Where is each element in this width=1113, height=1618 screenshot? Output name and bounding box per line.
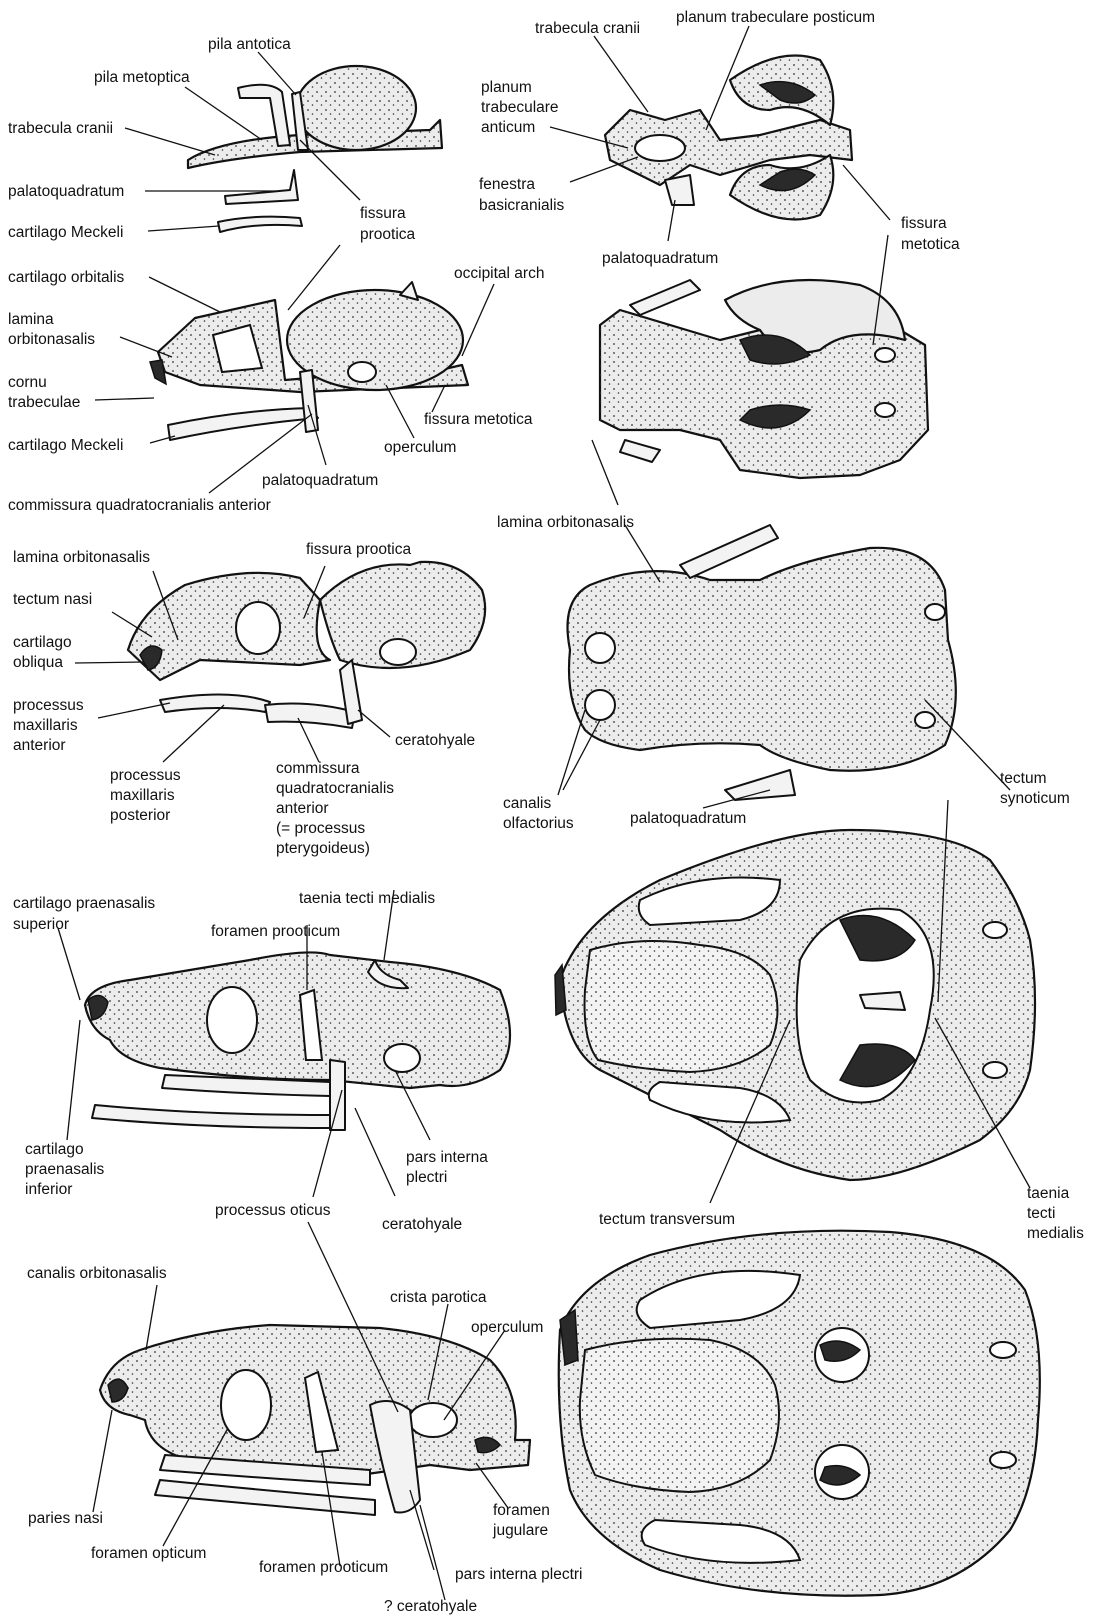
label-canalis-olfactorius-a: canalis <box>503 795 551 812</box>
label-operculum-1: operculum <box>384 439 456 456</box>
label-tectum-synoticum-b: synoticum <box>1000 790 1070 807</box>
label-commissura-2a: commissura <box>276 760 360 777</box>
label-tectum-synoticum-a: tectum <box>1000 770 1047 787</box>
label-occipital-arch: occipital arch <box>454 265 544 282</box>
label-foramen-prooticum-1: foramen prooticum <box>211 923 340 940</box>
figure-3-lateral <box>128 562 485 728</box>
label-planum-trabeculare-posticum: planum trabeculare posticum <box>676 9 875 26</box>
label-fissura-metotica-1a: fissura <box>901 215 947 232</box>
label-cart-praen-sup-a: cartilago praenasalis <box>13 895 155 912</box>
label-palatoquadratum-1: palatoquadratum <box>8 183 124 200</box>
label-canalis-orbitonasalis: canalis orbitonasalis <box>27 1265 167 1282</box>
label-pars-interna-plectri-2: pars interna plectri <box>455 1566 583 1583</box>
label-proc-max-ant-a: processus <box>13 697 84 714</box>
label-trabecula-cranii-2: trabecula cranii <box>535 20 640 37</box>
label-processus-oticus: processus oticus <box>215 1202 331 1219</box>
label-fissura-prootica-1a: fissura <box>360 205 406 222</box>
figure-4-lateral <box>85 952 510 1130</box>
label-cornu-a: cornu <box>8 374 47 391</box>
label-lamina-orbitonasalis-3: lamina orbitonasalis <box>13 549 150 566</box>
label-taenia-tecti-medialis-1: taenia tecti medialis <box>299 890 435 907</box>
label-ceratohyale-1: ceratohyale <box>395 732 475 749</box>
label-cartilago-meckeli-1: cartilago Meckeli <box>8 224 123 241</box>
label-proc-max-ant-c: anterior <box>13 737 66 754</box>
label-fissura-metotica-1b: metotica <box>901 236 960 253</box>
label-commissura-2e: pterygoideus) <box>276 840 370 857</box>
label-trabecula-cranii-1: trabecula cranii <box>8 120 113 137</box>
label-tectum-nasi: tectum nasi <box>13 591 92 608</box>
figure-3-ventral <box>568 525 956 800</box>
label-palatoquadratum-4: palatoquadratum <box>630 810 746 827</box>
label-cartilago-obliqua-b: obliqua <box>13 654 63 671</box>
label-tectum-transversum: tectum transversum <box>599 1211 735 1228</box>
label-paries-nasi: paries nasi <box>28 1510 103 1527</box>
label-proc-max-post-a: processus <box>110 767 181 784</box>
figure-5-ventral <box>559 1231 1040 1596</box>
label-palatoquadratum-2: palatoquadratum <box>602 250 718 267</box>
label-fissura-metotica-2: fissura metotica <box>424 411 533 428</box>
label-pila-metoptica: pila metoptica <box>94 69 190 86</box>
label-planum-anticum-a: planum <box>481 79 532 96</box>
figure-2-ventral <box>600 280 928 478</box>
label-commissura-2d: (= processus <box>276 820 365 837</box>
label-cart-praen-inf-a: cartilago <box>25 1141 84 1158</box>
label-pars-interna-1b: plectri <box>406 1169 447 1186</box>
label-palatoquadratum-3: palatoquadratum <box>262 472 378 489</box>
label-taenia-medialis-2c: medialis <box>1027 1225 1084 1242</box>
label-cart-praen-inf-c: inferior <box>25 1181 72 1198</box>
label-cartilago-obliqua-a: cartilago <box>13 634 72 651</box>
label-cartilago-meckeli-2: cartilago Meckeli <box>8 437 123 454</box>
label-ceratohyale-2: ceratohyale <box>382 1216 462 1233</box>
label-lamina-orbitonasalis-1b: orbitonasalis <box>8 331 95 348</box>
label-planum-anticum-b: trabeculare <box>481 99 559 116</box>
label-cart-praen-sup-b: superior <box>13 916 69 933</box>
label-ceratohyale-3: ? ceratohyale <box>384 1598 477 1615</box>
figure-1-ventral <box>605 56 852 220</box>
label-commissura-2c: anterior <box>276 800 329 817</box>
label-fissura-prootica-2: fissura prootica <box>306 541 411 558</box>
label-canalis-olfactorius-b: olfactorius <box>503 815 574 832</box>
label-lamina-orbitonasalis-2: lamina orbitonasalis <box>497 514 634 531</box>
label-pars-interna-1a: pars interna <box>406 1149 488 1166</box>
label-proc-max-post-c: posterior <box>110 807 170 824</box>
label-fissura-prootica-1b: prootica <box>360 226 416 243</box>
label-fenestra-a: fenestra <box>479 176 535 193</box>
label-cartilago-orbitalis: cartilago orbitalis <box>8 269 125 286</box>
label-lamina-orbitonasalis-1a: lamina <box>8 311 54 328</box>
label-taenia-medialis-2b: tecti <box>1027 1205 1055 1222</box>
figure-4-ventral <box>555 830 1035 1180</box>
label-foramen-jugulare-b: jugulare <box>492 1522 548 1539</box>
label-cornu-b: trabeculae <box>8 394 80 411</box>
label-crista-parotica: crista parotica <box>390 1289 487 1306</box>
label-proc-max-post-b: maxillaris <box>110 787 175 804</box>
label-commissura-1: commissura quadratocranialis anterior <box>8 497 271 514</box>
label-foramen-prooticum-2: foramen prooticum <box>259 1559 388 1576</box>
label-taenia-medialis-2a: taenia <box>1027 1185 1070 1202</box>
label-pila-antotica: pila antotica <box>208 36 291 53</box>
figure-5-lateral <box>100 1325 530 1515</box>
label-cart-praen-inf-b: praenasalis <box>25 1161 105 1178</box>
label-planum-anticum-c: anticum <box>481 119 535 136</box>
label-foramen-opticum: foramen opticum <box>91 1545 206 1562</box>
label-fenestra-b: basicranialis <box>479 197 565 214</box>
label-commissura-2b: quadratocranialis <box>276 780 394 797</box>
label-operculum-2: operculum <box>471 1319 543 1336</box>
label-proc-max-ant-b: maxillaris <box>13 717 78 734</box>
label-foramen-jugulare-a: foramen <box>493 1502 550 1519</box>
